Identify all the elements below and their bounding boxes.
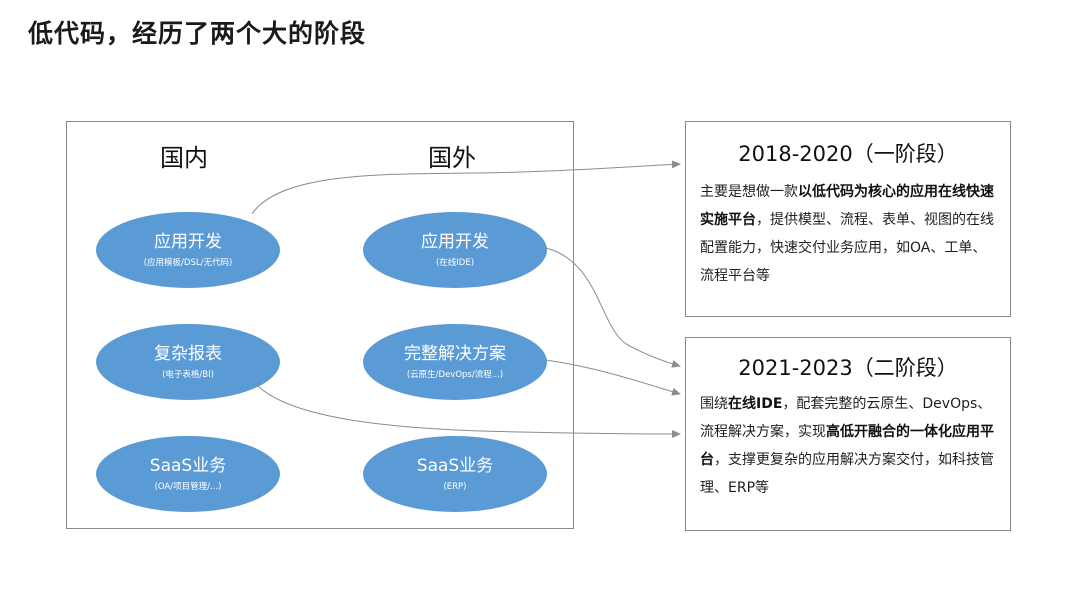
stage1-text: ，提供模型、流程、表单、视图的在线配置能力，快速交付业务应用，如OA、工单、流程… bbox=[700, 212, 994, 284]
stage1-description: 主要是想做一款以低代码为核心的应用在线快速实施平台，提供模型、流程、表单、视图的… bbox=[700, 178, 996, 290]
node-label: 完整解决方案 bbox=[404, 343, 506, 364]
domestic-saas-node: SaaS业务 (OA/项目管理/...) bbox=[96, 436, 280, 512]
node-label: 应用开发 bbox=[421, 231, 489, 252]
domestic-complex-report-node: 复杂报表 (电子表格/BI) bbox=[96, 324, 280, 400]
foreign-full-solution-node: 完整解决方案 (云原生/DevOps/流程...) bbox=[363, 324, 547, 400]
connector-domestic-report-to-stage2 bbox=[255, 383, 681, 438]
stage2-text: ，支撑更复杂的应用解决方案交付，如科技管理、ERP等 bbox=[700, 452, 994, 496]
stage2-bold-text: 高低开融合的一体化应用平台 bbox=[700, 424, 994, 468]
foreign-app-dev-node: 应用开发 (在线IDE) bbox=[363, 212, 547, 288]
stage1-text: 主要是想做一款 bbox=[700, 184, 798, 200]
foreign-saas-node: SaaS业务 (ERP) bbox=[363, 436, 547, 512]
node-sublabel: (电子表格/BI) bbox=[162, 369, 214, 380]
stage1-bold-text: 以低代码为核心的应用在线快速实施平台 bbox=[700, 184, 994, 228]
domestic-app-dev-node: 应用开发 (应用模板/DSL/无代码) bbox=[96, 212, 280, 288]
node-label: 复杂报表 bbox=[154, 343, 222, 364]
node-sublabel: (在线IDE) bbox=[435, 257, 475, 268]
node-sublabel: (OA/项目管理/...) bbox=[154, 481, 222, 492]
connector-domestic-app-to-stage1 bbox=[251, 160, 681, 215]
stage2-box: 2021-2023（二阶段） 围绕在线IDE，配套完整的云原生、DevOps、流… bbox=[685, 337, 1011, 531]
node-sublabel: (云原生/DevOps/流程...) bbox=[406, 369, 504, 380]
stage2-bold-text: 在线IDE bbox=[728, 396, 783, 412]
comparison-box bbox=[66, 121, 574, 529]
node-sublabel: (应用模板/DSL/无代码) bbox=[143, 257, 233, 268]
connector-foreign-app-to-stage2 bbox=[545, 247, 681, 368]
node-label: 应用开发 bbox=[154, 231, 222, 252]
page-title: 低代码，经历了两个大的阶段 bbox=[28, 19, 367, 48]
node-sublabel: (ERP) bbox=[443, 481, 467, 492]
stage2-text: 围绕 bbox=[700, 396, 728, 412]
stage2-description: 围绕在线IDE，配套完整的云原生、DevOps、流程解决方案，实现高低开融合的一… bbox=[700, 390, 996, 502]
node-label: SaaS业务 bbox=[149, 455, 227, 476]
stage1-box: 2018-2020（一阶段） 主要是想做一款以低代码为核心的应用在线快速实施平台… bbox=[685, 121, 1011, 317]
stage2-title: 2021-2023（二阶段） bbox=[738, 356, 958, 380]
stage2-text: ，配套完整的云原生、DevOps、流程解决方案，实现 bbox=[700, 396, 992, 440]
domestic-heading: 国内 bbox=[160, 144, 208, 172]
connector-foreign-solution-to-stage2 bbox=[545, 359, 681, 396]
foreign-heading: 国外 bbox=[428, 144, 476, 172]
stage1-title: 2018-2020（一阶段） bbox=[738, 142, 958, 166]
node-label: SaaS业务 bbox=[416, 455, 494, 476]
